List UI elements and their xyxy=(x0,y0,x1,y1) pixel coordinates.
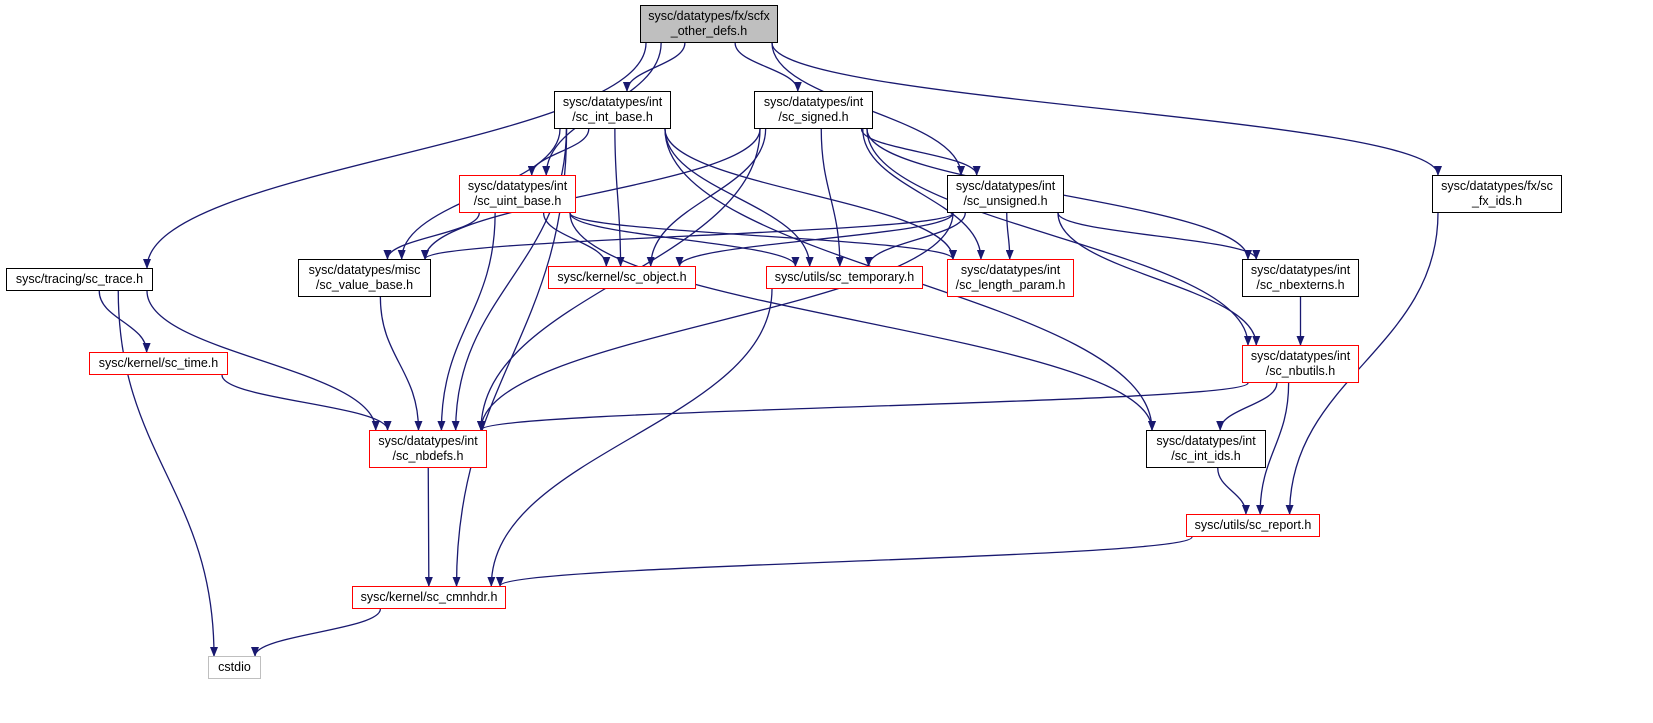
node-label-line1: sysc/datatypes/int xyxy=(1156,434,1256,448)
node-label-line1: cstdio xyxy=(218,660,251,674)
node-label-line2: /sc_value_base.h xyxy=(315,278,414,292)
edge-sc_trace-to-sc_nbdefs xyxy=(146,290,380,431)
node-sc-value-base[interactable]: sysc/datatypes/misc /sc_value_base.h xyxy=(298,259,431,297)
node-label-line2: /sc_int_ids.h xyxy=(1171,449,1241,463)
node-label-line2: _other_defs.h xyxy=(670,24,748,38)
node-sc-unsigned[interactable]: sysc/datatypes/int /sc_unsigned.h xyxy=(947,175,1064,213)
edge-sc_unsigned-to-sc_length_param xyxy=(1005,212,1014,260)
node-label-line2: /sc_unsigned.h xyxy=(963,194,1048,208)
node-label-line2: /sc_length_param.h xyxy=(955,278,1066,292)
edge-sc_cmnhdr-to-cstdio xyxy=(251,608,382,657)
node-label-line1: sysc/kernel/sc_time.h xyxy=(98,356,219,370)
node-label-line2: /sc_nbutils.h xyxy=(1265,364,1336,378)
edge-sc_int_base-to-sc_uint_base xyxy=(527,128,590,176)
node-sc-int-ids[interactable]: sysc/datatypes/int /sc_int_ids.h xyxy=(1146,430,1266,468)
edge-sc_trace-to-sc_time xyxy=(98,290,151,353)
node-sc-nbutils[interactable]: sysc/datatypes/int /sc_nbutils.h xyxy=(1242,345,1359,383)
edge-sc_uint_base-to-sc_int_ids xyxy=(569,212,1156,431)
edge-root-to-sc_int_base xyxy=(622,42,686,92)
node-sc-cmnhdr[interactable]: sysc/kernel/sc_cmnhdr.h xyxy=(352,586,506,609)
node-label-line2: _fx_ids.h xyxy=(1471,194,1523,208)
node-sc-uint-base[interactable]: sysc/datatypes/int /sc_uint_base.h xyxy=(459,175,576,213)
node-label-line1: sysc/tracing/sc_trace.h xyxy=(15,272,144,286)
node-label-line2: /sc_int_base.h xyxy=(572,110,653,124)
node-sc-report[interactable]: sysc/utils/sc_report.h xyxy=(1186,514,1320,537)
node-sc-signed[interactable]: sysc/datatypes/int /sc_signed.h xyxy=(754,91,873,129)
node-sc-fx-ids[interactable]: sysc/datatypes/fx/sc _fx_ids.h xyxy=(1432,175,1562,213)
edge-sc_signed-to-sc_value_base xyxy=(421,128,761,260)
edge-sc_unsigned-to-sc_nbdefs xyxy=(477,212,954,431)
node-label-line1: sysc/utils/sc_report.h xyxy=(1194,518,1312,532)
edge-sc_unsigned-to-sc_temporary xyxy=(864,212,966,267)
node-label-line1: sysc/datatypes/int xyxy=(955,179,1056,193)
node-sc-object[interactable]: sysc/kernel/sc_object.h xyxy=(548,266,696,289)
edge-root-to-sc_fx_ids xyxy=(771,42,1442,176)
edge-sc_uint_base-to-sc_object xyxy=(542,212,611,267)
edge-sc_int_base-to-sc_length_param xyxy=(664,128,957,260)
edge-sc_int_ids-to-sc_report xyxy=(1217,467,1250,515)
node-label-line1: sysc/datatypes/int xyxy=(562,95,663,109)
edge-root-to-sc_trace xyxy=(143,42,647,269)
edge-sc_value_base-to-sc_nbdefs xyxy=(379,296,423,431)
edge-sc_unsigned-to-sc_object xyxy=(675,212,954,267)
edge-sc_uint_base-to-sc_temporary xyxy=(569,212,800,267)
node-sc-trace[interactable]: sysc/tracing/sc_trace.h xyxy=(6,268,153,291)
edge-sc_int_base-to-sc_object xyxy=(614,128,625,267)
edge-sc_signed-to-sc_unsigned xyxy=(860,128,981,176)
node-label-line1: sysc/kernel/sc_object.h xyxy=(557,270,687,284)
node-label-line1: sysc/datatypes/misc xyxy=(308,263,421,277)
edge-sc_unsigned-to-sc_nbutils xyxy=(1057,212,1261,346)
node-label-line2: /sc_nbdefs.h xyxy=(392,449,464,463)
node-scfx-other-defs[interactable]: sysc/datatypes/fx/scfx _other_defs.h xyxy=(640,5,778,43)
node-label-line2: /sc_uint_base.h xyxy=(473,194,562,208)
edge-sc_signed-to-sc_length_param xyxy=(862,128,985,260)
node-label-line1: sysc/datatypes/int xyxy=(1250,263,1351,277)
node-label-line2: /sc_nbexterns.h xyxy=(1256,278,1345,292)
edge-sc_fx_ids-to-sc_report xyxy=(1285,212,1439,515)
edge-sc_nbutils-to-sc_int_ids xyxy=(1216,382,1278,431)
node-sc-time[interactable]: sysc/kernel/sc_time.h xyxy=(89,352,228,375)
node-sc-nbexterns[interactable]: sysc/datatypes/int /sc_nbexterns.h xyxy=(1242,259,1359,297)
node-label-line2: /sc_signed.h xyxy=(778,110,849,124)
edge-sc_nbutils-to-sc_report xyxy=(1256,382,1290,515)
edge-sc_time-to-sc_nbdefs xyxy=(221,374,392,431)
node-label-line1: sysc/datatypes/fx/sc xyxy=(1441,179,1553,193)
edge-sc_signed-to-sc_temporary xyxy=(820,128,844,267)
node-sc-nbdefs[interactable]: sysc/datatypes/int /sc_nbdefs.h xyxy=(369,430,487,468)
node-label-line1: sysc/datatypes/int xyxy=(763,95,864,109)
edge-sc_report-to-sc_cmnhdr xyxy=(496,536,1193,587)
node-sc-int-base[interactable]: sysc/datatypes/int /sc_int_base.h xyxy=(554,91,671,129)
node-sc-temporary[interactable]: sysc/utils/sc_temporary.h xyxy=(766,266,923,289)
edge-sc_nbutils-to-sc_nbdefs xyxy=(477,382,1249,431)
edge-sc_nbdefs-to-sc_cmnhdr xyxy=(424,467,433,587)
edge-sc_uint_base-to-sc_length_param xyxy=(569,212,957,260)
node-cstdio: cstdio xyxy=(208,656,261,679)
node-label-line1: sysc/datatypes/int xyxy=(1250,349,1351,363)
edge-sc_trace-to-cstdio xyxy=(117,290,218,657)
edge-root-to-sc_signed xyxy=(734,42,802,92)
edge-sc_uint_base-to-sc_nbdefs xyxy=(437,212,496,431)
edge-sc_int_base-to-sc_temporary xyxy=(664,128,814,267)
node-label-line1: sysc/datatypes/int xyxy=(378,434,478,448)
edge-sc_unsigned-to-sc_value_base xyxy=(421,212,954,260)
node-sc-length-param[interactable]: sysc/datatypes/int /sc_length_param.h xyxy=(947,259,1074,297)
edge-sc_unsigned-to-sc_nbexterns xyxy=(1057,212,1261,260)
node-label-line1: sysc/datatypes/int xyxy=(467,179,568,193)
node-label-line1: sysc/datatypes/fx/scfx xyxy=(648,9,770,23)
edge-sc_uint_base-to-sc_value_base xyxy=(383,212,480,260)
node-label-line1: sysc/datatypes/int xyxy=(960,263,1061,277)
edge-sc_temporary-to-sc_cmnhdr xyxy=(487,288,773,587)
node-label-line1: sysc/utils/sc_temporary.h xyxy=(774,270,915,284)
edge-sc_signed-to-sc_object xyxy=(646,128,767,267)
node-label-line1: sysc/kernel/sc_cmnhdr.h xyxy=(360,590,498,604)
